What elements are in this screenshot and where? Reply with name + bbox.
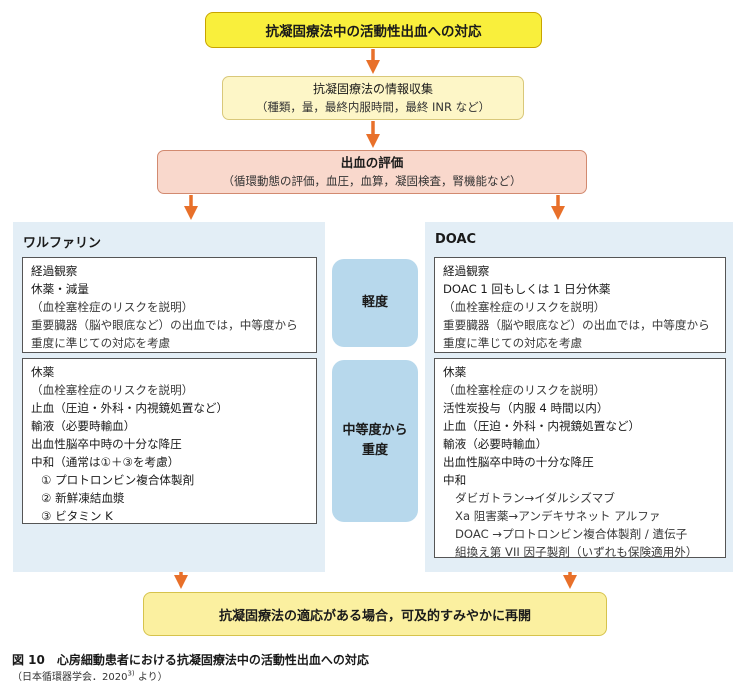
source-suffix: より） (134, 672, 168, 683)
doac-severe-line: 休薬 (443, 365, 467, 379)
warfarin-mild-line: 休薬・減量 (31, 282, 89, 296)
doac-severe-line: 中和 (443, 473, 467, 487)
warfarin-severe-line: 止血（圧迫・外科・内視鏡処置など） (31, 401, 229, 415)
doac-severe-line: Xa 阻害薬→アンデキサネット アルファ (455, 509, 661, 523)
info-collection-title: 抗凝固療法の情報収集 (312, 82, 433, 96)
doac-mild-line: 重度に準じての対応を考慮 (443, 336, 583, 350)
warfarin-severe-line: ③ ビタミン K (41, 509, 113, 523)
severity-mild-label: 軽度 (332, 259, 418, 347)
info-collection-box: 抗凝固療法の情報収集 （種類，量，最終内服時間，最終 INR など） (222, 76, 524, 120)
warfarin-severe-line: 出血性脳卒中時の十分な降圧 (31, 437, 182, 451)
warfarin-severe-line: ① プロトロンビン複合体製剤 (41, 473, 195, 487)
warfarin-severe-card: 休薬 （血栓塞栓症のリスクを説明） 止血（圧迫・外科・内視鏡処置など） 輸液（必… (22, 358, 317, 524)
severity-moderate-severe-label: 中等度から 重度 (332, 360, 418, 522)
active-bleeding-title-box: 抗凝固療法中の活動性出血への対応 (205, 12, 542, 48)
doac-severe-line: DOAC →プロトロンビン複合体製剤 / 遺伝子 (455, 527, 688, 541)
severity-severe-line: 重度 (361, 443, 388, 458)
doac-severe-line: 活性炭投与（内服 4 時間以内） (443, 401, 609, 415)
warfarin-mild-card: 経過観察 休薬・減量 （血栓塞栓症のリスクを説明） 重要臓器（脳や眼底など）の出… (22, 257, 317, 353)
doac-severe-line: 止血（圧迫・外科・内視鏡処置など） (443, 419, 641, 433)
doac-severe-card: 休薬 （血栓塞栓症のリスクを説明） 活性炭投与（内服 4 時間以内） 止血（圧迫… (434, 358, 726, 559)
resume-therapy-box: 抗凝固療法の適応がある場合，可及的すみやかに再開 (143, 592, 607, 636)
doac-severe-line: ダビガトラン→イダルシズマブ (455, 491, 615, 505)
warfarin-severe-line: ② 新鮮凍結血漿 (41, 491, 125, 505)
warfarin-mild-line: 重度に準じての対応を考慮 (31, 336, 171, 350)
warfarin-mild-line: 経過観察 (31, 264, 78, 278)
doac-mild-line: （血栓塞栓症のリスクを説明） (443, 300, 606, 314)
figure-source: （日本循環器学会．20203) より） (12, 668, 168, 683)
severity-moderate-line: 中等度から (342, 423, 408, 438)
doac-mild-line: 経過観察 (443, 264, 490, 278)
doac-severe-line: 組換え第 VII 因子製剤（いずれも保険適用外） (455, 545, 698, 559)
warfarin-severe-line: 輸液（必要時輸血） (31, 419, 136, 433)
warfarin-severe-line: （血栓塞栓症のリスクを説明） (31, 383, 194, 397)
bleeding-evaluation-box: 出血の評価 （循環動態の評価，血圧，血算，凝固検査，腎機能など） (157, 150, 587, 194)
doac-mild-line: DOAC 1 回もしくは 1 日分休薬 (443, 282, 611, 296)
doac-mild-card: 経過観察 DOAC 1 回もしくは 1 日分休薬 （血栓塞栓症のリスクを説明） … (434, 257, 726, 353)
warfarin-severe-line: 休薬 (31, 365, 55, 379)
source-prefix: （日本循環器学会．2020 (12, 672, 128, 683)
source-reference: 3) (127, 669, 135, 678)
warfarin-severe-line: 中和（通常は①＋③を考慮） (31, 455, 180, 469)
doac-mild-line: 重要臓器（脳や眼底など）の出血では，中等度から (443, 318, 710, 332)
bleeding-evaluation-title: 出血の評価 (340, 155, 404, 170)
warfarin-title: ワルファリン (23, 236, 102, 251)
warfarin-mild-line: 重要臓器（脳や眼底など）の出血では，中等度から (31, 318, 298, 332)
warfarin-mild-line: （血栓塞栓症のリスクを説明） (31, 300, 194, 314)
doac-title: DOAC (435, 232, 477, 247)
info-collection-detail: （種類，量，最終内服時間，最終 INR など） (255, 100, 491, 114)
doac-severe-line: 輸液（必要時輸血） (443, 437, 548, 451)
bleeding-evaluation-detail: （循環動態の評価，血圧，血算，凝固検査，腎機能など） (222, 174, 522, 188)
doac-severe-line: 出血性脳卒中時の十分な降圧 (443, 455, 594, 469)
figure-caption: 図 10 心房細動患者における抗凝固療法中の活動性出血への対応 (12, 653, 369, 667)
doac-severe-line: （血栓塞栓症のリスクを説明） (443, 383, 606, 397)
